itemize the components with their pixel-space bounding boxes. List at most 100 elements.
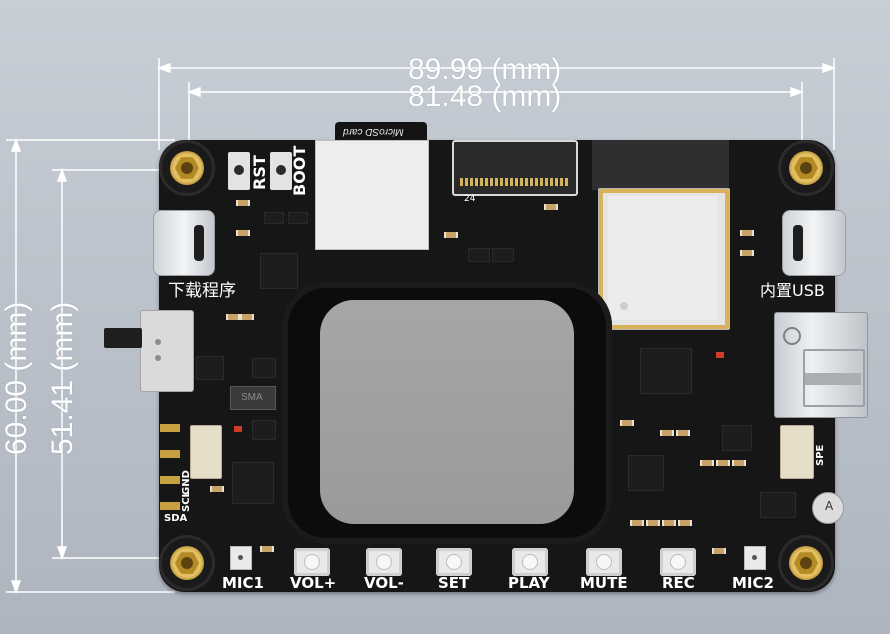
led-red <box>234 426 242 432</box>
spe-label: SPE <box>815 444 826 466</box>
pin <box>160 450 180 458</box>
pin <box>160 476 180 484</box>
switch-notch <box>155 339 161 345</box>
rst-label: RST <box>250 155 269 190</box>
smd-capacitor <box>226 314 240 320</box>
sda-label: SDA <box>164 513 188 524</box>
ic-chip <box>288 212 308 224</box>
ic-chip <box>722 425 752 451</box>
set-button[interactable] <box>436 548 472 576</box>
sma-component: SMA <box>230 386 276 410</box>
pin-header <box>160 420 180 518</box>
smd-capacitor <box>676 430 690 436</box>
smd-capacitor <box>236 230 250 236</box>
smd-capacitor <box>260 546 274 552</box>
smd-capacitor <box>716 460 730 466</box>
smd-capacitor <box>740 230 754 236</box>
smd-capacitor <box>740 250 754 256</box>
smd-capacitor <box>712 548 726 554</box>
switch-notch <box>155 355 161 361</box>
rec-button[interactable] <box>660 548 696 576</box>
smd-capacitor <box>240 314 254 320</box>
mic1 <box>230 546 252 570</box>
dimension-width-outer: 89.99 (mm) <box>408 53 562 86</box>
smd-capacitor <box>700 460 714 466</box>
mic1-label: MIC1 <box>222 574 264 592</box>
dimension-height-outer: 60.00 (mm) <box>0 301 33 455</box>
ic-chip <box>628 455 664 491</box>
mute-button[interactable] <box>586 548 622 576</box>
fpc-connector <box>452 140 578 196</box>
vol-down-label: VOL- <box>364 574 404 592</box>
boot-button[interactable] <box>270 152 292 190</box>
mounting-hole-icon <box>162 143 212 193</box>
rec-label: REC <box>662 574 695 592</box>
usb-logo-icon <box>783 327 801 345</box>
usb-c-opening <box>793 225 803 261</box>
smd-capacitor <box>236 200 250 206</box>
usb-c-download-port[interactable] <box>153 210 215 276</box>
ic-chip <box>492 248 514 262</box>
dimension-height-inner: 51.41 (mm) <box>46 301 79 455</box>
smd-capacitor <box>444 232 458 238</box>
boot-label: BOOT <box>290 145 309 196</box>
mic2-label: MIC2 <box>732 574 774 592</box>
switch-lever[interactable] <box>104 328 142 348</box>
mic-hole <box>238 555 243 560</box>
ic-chip <box>196 356 224 380</box>
connector-24-label: 24 <box>464 194 476 204</box>
mounting-hole-icon <box>781 538 831 588</box>
usb-a-tongue <box>805 373 861 385</box>
sma-label: SMA <box>241 392 263 403</box>
pin <box>160 424 180 432</box>
vol-up-button[interactable] <box>294 548 330 576</box>
mute-label: MUTE <box>580 574 628 592</box>
electrolytic-capacitor: A <box>812 492 844 524</box>
usb-a-slot <box>803 349 865 407</box>
boot-button-cap <box>276 165 286 175</box>
usb-a-port[interactable] <box>774 312 868 418</box>
antenna-area <box>592 140 729 190</box>
fpc-pins <box>460 178 568 186</box>
display-screen <box>320 300 574 524</box>
vol-down-button[interactable] <box>366 548 402 576</box>
microsd-slot <box>315 140 429 250</box>
ic-chip <box>232 462 274 504</box>
microsd-card-label: MicroSD card <box>343 126 404 137</box>
mounting-hole-icon <box>162 538 212 588</box>
ic-chip <box>260 253 298 289</box>
power-switch[interactable] <box>140 310 194 392</box>
smd-capacitor <box>732 460 746 466</box>
led-red <box>716 352 724 358</box>
usb-c-opening <box>194 225 204 261</box>
usb-c-internal-port[interactable] <box>782 210 846 276</box>
pin <box>160 502 180 510</box>
dimension-width-inner: 81.48 (mm) <box>408 80 562 113</box>
play-label: PLAY <box>508 574 550 592</box>
play-button[interactable] <box>512 548 548 576</box>
capacitor-mark: A <box>825 499 834 513</box>
smd-capacitor <box>544 204 558 210</box>
smd-capacitor <box>662 520 676 526</box>
smd-capacitor <box>620 420 634 426</box>
speaker-connector[interactable] <box>780 425 814 479</box>
ic-chip <box>640 348 692 394</box>
board-notch <box>729 140 737 190</box>
download-label: 下载程序 <box>168 281 236 301</box>
smd-capacitor <box>646 520 660 526</box>
mic-hole <box>752 555 757 560</box>
wifi-module-pad <box>620 302 628 310</box>
microsd-card: MicroSD card <box>335 122 427 144</box>
rst-button-cap <box>234 165 244 175</box>
ic-chip <box>252 420 276 440</box>
ic-chip <box>264 212 284 224</box>
smd-capacitor <box>210 486 224 492</box>
vol-up-label: VOL+ <box>290 574 337 592</box>
smd-capacitor <box>630 520 644 526</box>
rst-button[interactable] <box>228 152 250 190</box>
ic-chip <box>252 358 276 378</box>
smd-capacitor <box>678 520 692 526</box>
mounting-hole-icon <box>781 143 831 193</box>
jst-connector[interactable] <box>190 425 222 479</box>
